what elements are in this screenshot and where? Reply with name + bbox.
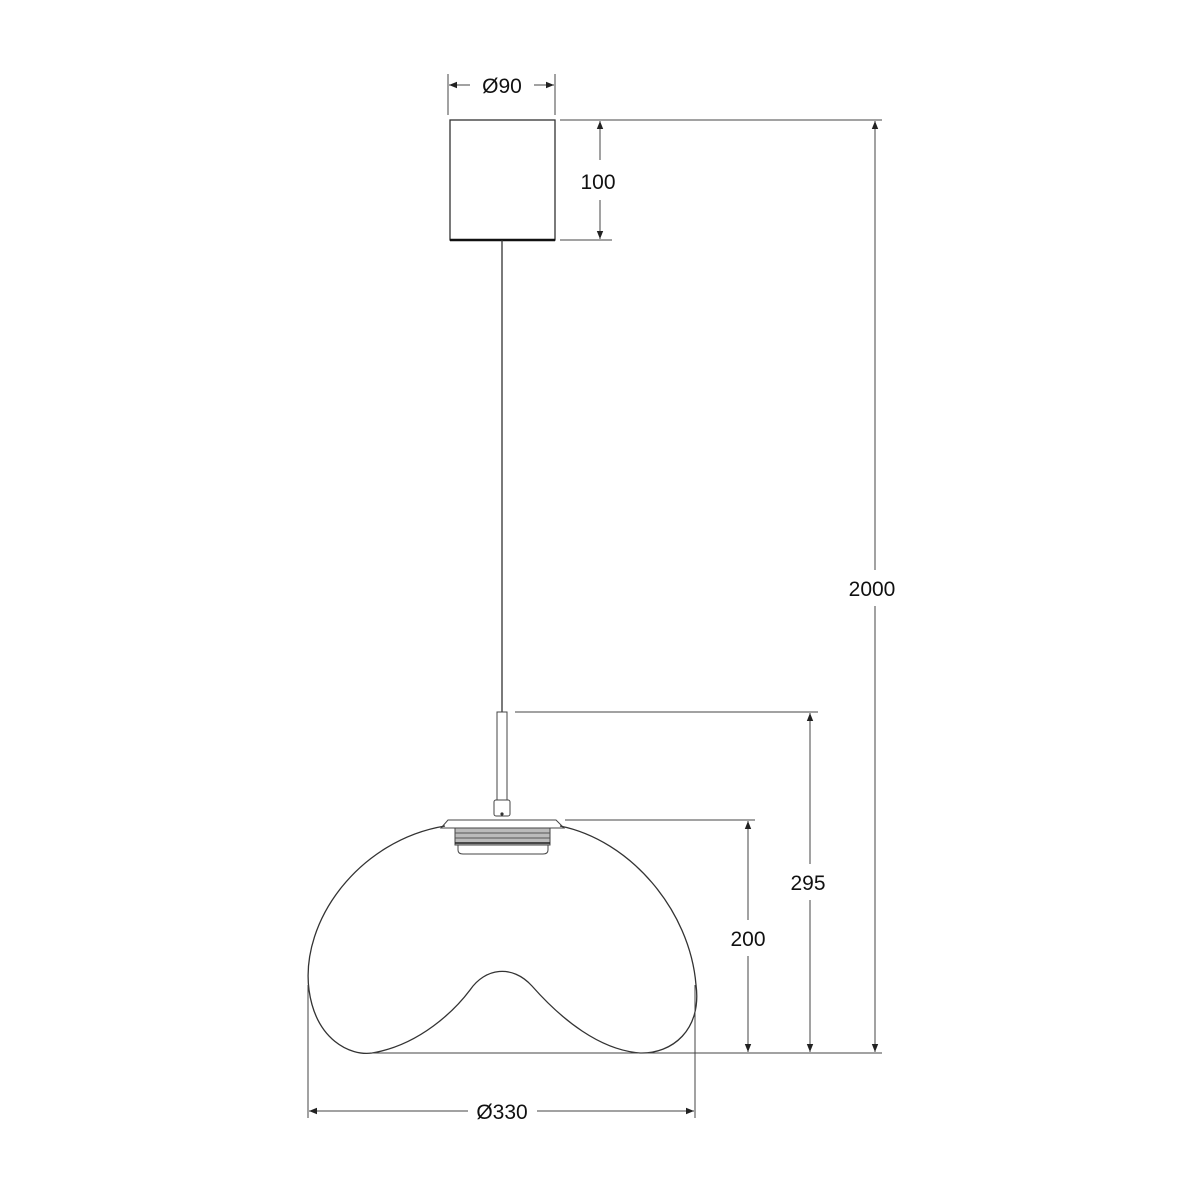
canopy [449, 119, 556, 242]
glass-shade [307, 825, 698, 1054]
dim-label-overall-height: 2000 [849, 578, 896, 601]
dimension-shade-height: 200 [565, 819, 766, 1052]
dimension-overall-height: 2000 [560, 119, 896, 1052]
dim-label-canopy-height: 100 [580, 171, 615, 194]
dimension-rod-to-bottom: 295 [515, 711, 826, 1052]
dim-label-shade-diameter: Ø330 [476, 1101, 527, 1124]
dimension-canopy-height: 100 [560, 119, 616, 241]
dim-label-canopy-diameter: Ø90 [482, 75, 522, 98]
dim-label-shade-height: 200 [730, 928, 765, 951]
dim-label-rod-to-bottom: 295 [790, 872, 825, 895]
dimension-canopy-diameter: Ø90 [447, 74, 556, 115]
shade-fitting [439, 819, 566, 855]
rod [493, 711, 511, 817]
dimension-shade-diameter: Ø330 [307, 985, 696, 1124]
